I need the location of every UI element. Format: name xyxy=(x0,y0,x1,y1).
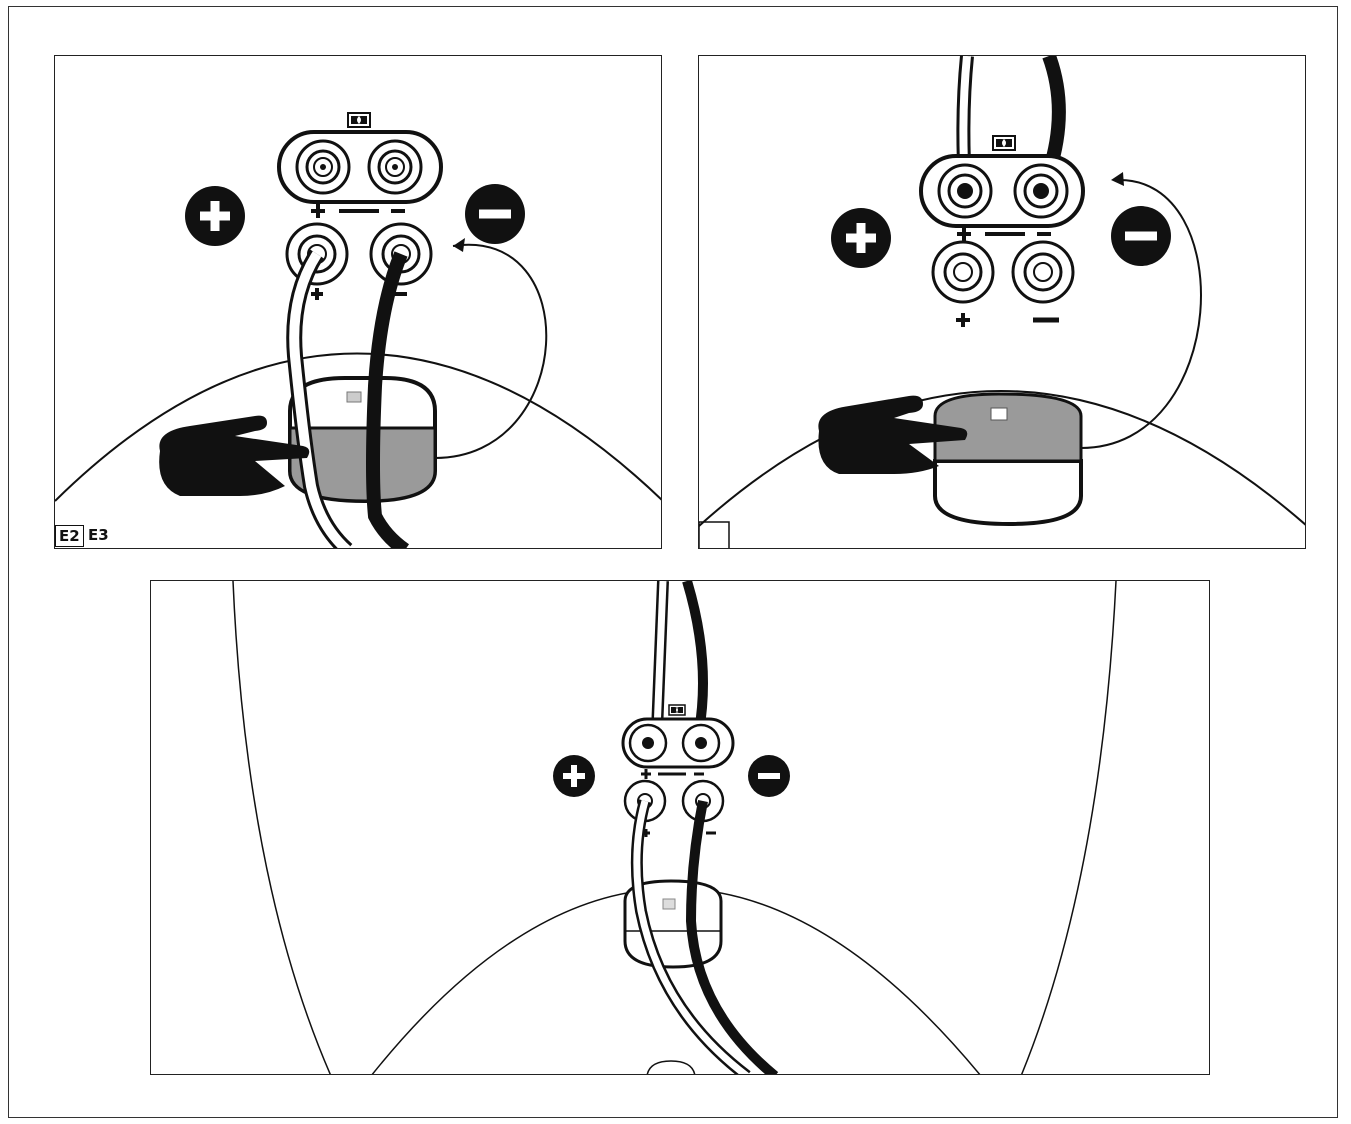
outer-frame xyxy=(8,6,1338,1118)
cable-white xyxy=(289,251,351,548)
speaker-dome-outline xyxy=(55,352,661,502)
plus-badge-icon xyxy=(831,208,891,268)
terminal-cover xyxy=(288,376,437,504)
step-label-e2: E2 xyxy=(55,525,84,547)
cable-black xyxy=(685,800,779,1074)
step-corner-box xyxy=(699,521,730,548)
minus-badge-icon xyxy=(748,755,790,797)
cable-white xyxy=(633,800,750,1074)
upper-terminal-housing xyxy=(621,704,735,779)
upper-terminal-plus xyxy=(295,139,351,195)
minus-badge-icon xyxy=(1111,206,1171,266)
lower-terminal-minus xyxy=(1011,240,1075,304)
panel-bottom xyxy=(150,580,1210,1075)
dolby-atmos-logo-icon xyxy=(992,135,1016,151)
plus-mark-lower xyxy=(311,288,323,300)
upper-terminal-minus xyxy=(1013,163,1069,219)
speaker-side-right xyxy=(1020,581,1117,1074)
cable-white xyxy=(653,581,667,732)
upper-terminal-minus xyxy=(367,139,423,195)
speaker-dome-outline xyxy=(699,390,1305,527)
upper-terminal-housing xyxy=(919,135,1085,241)
panel-top-left: E2 E3 xyxy=(54,55,662,549)
dolby-atmos-logo-icon xyxy=(990,407,1008,421)
plus-mark-lower xyxy=(956,313,970,327)
arrow-head-icon xyxy=(453,238,465,252)
panel-top-right-drawing xyxy=(699,56,1305,548)
panel-bottom-drawing xyxy=(232,581,1117,1074)
panel-top-right xyxy=(698,55,1306,549)
pointing-hand-icon xyxy=(159,415,310,496)
speaker-side-left xyxy=(232,581,331,1074)
dolby-atmos-logo-icon xyxy=(668,704,686,716)
dolby-atmos-logo-icon xyxy=(347,112,371,128)
plus-badge-icon xyxy=(553,755,595,797)
plus-mark-small xyxy=(311,204,325,218)
lower-terminal-plus xyxy=(931,240,995,304)
plus-mark-small xyxy=(957,227,971,241)
minus-badge-icon xyxy=(465,184,525,244)
cable-black xyxy=(682,581,708,732)
upper-terminal-housing xyxy=(277,112,443,218)
arrow-head-icon xyxy=(1111,172,1124,186)
panel-top-left-drawing: E2 E3 xyxy=(55,112,661,548)
pointing-hand-icon xyxy=(818,395,968,474)
terminal-cover xyxy=(933,392,1083,527)
dolby-atmos-logo-icon xyxy=(346,391,362,403)
plus-badge-icon xyxy=(185,186,245,246)
rotate-arrow xyxy=(1080,178,1202,449)
speaker-base-opening xyxy=(646,1060,696,1074)
dolby-atmos-logo-icon xyxy=(662,898,676,910)
rotate-arrow xyxy=(434,243,548,459)
step-label-e3: E3 xyxy=(88,526,109,544)
upper-terminal-plus xyxy=(937,163,993,219)
cable-black xyxy=(366,251,410,548)
plus-mark-small xyxy=(641,769,651,779)
